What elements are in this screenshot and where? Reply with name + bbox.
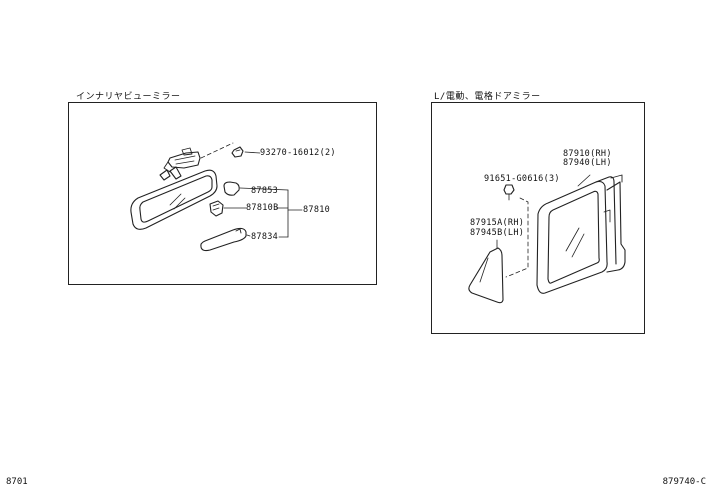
triangle-cover-drawing — [468, 247, 504, 304]
rearview-mirror-drawing — [130, 147, 218, 230]
door-mirror-panel — [431, 102, 645, 334]
page-code: 8701 — [6, 477, 28, 487]
mirror-rh-label: 87910(RH) — [563, 149, 612, 159]
inner-rearview-mirror-title: インナリヤビューミラー — [76, 92, 181, 102]
cover-lh-label: 87945B(LH) — [470, 228, 525, 238]
mirror-lh-label: 87940(LH) — [563, 158, 612, 168]
door-mirror-title: L/電動、電格ドアミラー — [434, 92, 541, 102]
figure-code: 879740-C — [662, 477, 706, 487]
cover-part-drawing — [223, 181, 240, 196]
nut-part-drawing — [503, 184, 515, 195]
door-mirror-drawing — [536, 174, 626, 294]
holder-part-drawing — [209, 200, 224, 217]
clip-part-label: 93270-16012(2) — [260, 148, 336, 158]
bracket-part-label: 87834 — [251, 232, 279, 242]
cover-rh-label: 87915A(RH) — [470, 218, 525, 228]
bracket-part-drawing — [200, 227, 247, 252]
inner-mirror-panel — [68, 102, 377, 285]
clip-part-drawing — [231, 146, 244, 158]
mirror-assembly-label: 87810 — [303, 205, 331, 215]
holder-part-label: 87810B — [246, 203, 279, 213]
nut-part-label: 91651-G0616(3) — [484, 174, 560, 184]
cover-part-label: 87853 — [251, 186, 279, 196]
